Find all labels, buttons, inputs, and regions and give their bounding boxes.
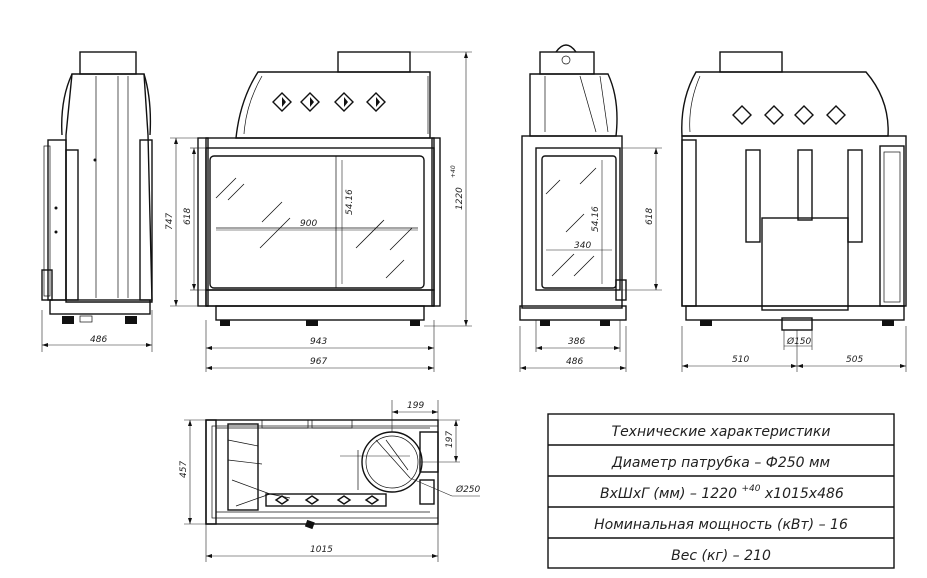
dim-plan-pipe: Ø250 xyxy=(455,484,481,495)
front-view: 900 54.16 747 618 1220 +40 943 967 xyxy=(165,51,472,372)
spec-row-size-prefix: ВхШхГ (мм) – 1220 xyxy=(600,486,737,502)
dim-plan-offset-x: 199 xyxy=(407,401,424,411)
dim-side-left-width: 486 xyxy=(90,335,107,345)
spec-table: Технические характеристики Диаметр патру… xyxy=(547,413,895,569)
dim-rear-left: 510 xyxy=(732,355,749,365)
dim-side-width-outer: 486 xyxy=(566,357,583,367)
spec-row-power: Номинальная мощность (кВт) – 16 xyxy=(594,517,848,533)
dim-front-glass-height: 618 xyxy=(183,208,193,225)
vent-icon xyxy=(272,92,386,112)
rear-vent-icon xyxy=(732,105,846,125)
dim-front-total-height-tolerance: +40 xyxy=(450,165,457,178)
dim-plan-depth: 457 xyxy=(179,461,189,478)
dim-front-width-outer: 967 xyxy=(310,357,327,367)
spec-row-size: ВхШхГ (мм) – 1220 +40 х1015х486 xyxy=(600,479,844,502)
left-side-view: 486 xyxy=(41,51,153,352)
dim-side-glass-dim: 618 xyxy=(645,208,655,225)
dim-front-glass-opening: 54.16 xyxy=(345,189,355,215)
dim-plan-offset-y: 197 xyxy=(445,431,455,448)
rear-view: 510 505 Ø150 xyxy=(681,51,907,372)
spec-row-pipe: Диаметр патрубка – Ф250 мм xyxy=(611,455,831,471)
spec-row-weight: Вес (кг) – 210 xyxy=(671,548,771,564)
plan-view: 199 197 Ø250 457 1015 xyxy=(179,400,481,562)
spec-table-title: Технические характеристики xyxy=(612,424,831,440)
spec-row-size-sup: +40 xyxy=(741,484,760,494)
dim-front-glass-width: 900 xyxy=(300,219,317,229)
plan-vent-icon xyxy=(274,495,380,505)
dim-plan-width: 1015 xyxy=(310,545,333,555)
glass-hatch xyxy=(215,177,413,279)
dim-front-total-height: 1220 xyxy=(455,187,465,210)
side-glass-hatch xyxy=(545,167,597,277)
dim-rear-right: 505 xyxy=(846,355,863,365)
right-side-view: 340 54.16 618 386 486 xyxy=(519,44,662,372)
dim-side-glass-width: 340 xyxy=(574,241,591,251)
dim-side-width-inner: 386 xyxy=(568,337,585,347)
dim-side-glass-height: 54.16 xyxy=(591,206,601,232)
dim-front-width-inner: 943 xyxy=(310,337,327,347)
dim-rear-pipe: Ø150 xyxy=(786,336,812,347)
dim-front-height-total: 747 xyxy=(165,213,175,230)
spec-row-size-suffix: х1015х486 xyxy=(764,486,844,502)
